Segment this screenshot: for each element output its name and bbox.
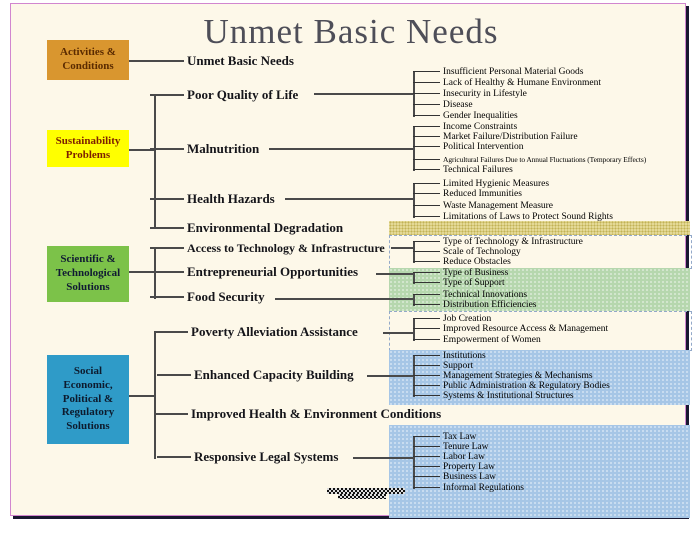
node-environmental-degradation: Environmental Degradation [149, 220, 344, 235]
bracket-quality-of-life [413, 71, 415, 117]
node-enhanced-capacity-building: Enhanced Capacity Building [157, 367, 354, 382]
leaf-item: Disease [413, 100, 473, 110]
connector-enhanced-capacity [367, 375, 414, 377]
leaf-item: Tenure Law [413, 442, 489, 452]
node-malnutrition: Malnutrition [149, 141, 260, 156]
leaf-item: Institutions [413, 351, 486, 361]
bracket-poverty [413, 318, 415, 341]
leaf-item: Empowerment of Women [413, 335, 541, 345]
node-health-hazards: Health Hazards [150, 191, 275, 206]
leaf-item: Labor Law [413, 452, 485, 462]
leaf-item: Systems & Institutional Structures [413, 391, 574, 401]
bracket-malnutrition [413, 126, 415, 171]
leaf-item: Type of Technology & Infrastructure [413, 237, 583, 247]
bracket-legal [413, 436, 415, 489]
leaf-item: Reduce Obstacles [413, 257, 511, 267]
connector-food-security [275, 298, 414, 300]
leaf-item: Agricultural Failures Due to Annual Fluc… [412, 155, 647, 164]
diagram-panel: Unmet Basic Needs Activities & Condition… [10, 3, 692, 518]
leaf-item: Type of Support [413, 278, 505, 288]
connector-health-hazards [285, 198, 414, 200]
bracket-health-hazards [413, 183, 415, 218]
node-access-to-technology: Access to Technology & Infrastructure [150, 241, 385, 255]
leaf-item: Informal Regulations [413, 483, 524, 493]
sustainability-bracket-line [154, 94, 156, 229]
bracket-technology [413, 241, 415, 263]
scientific-bracket-line [154, 247, 156, 299]
checker-bar-decoration [338, 494, 386, 499]
leaf-item: Public Administration & Regulatory Bodie… [413, 381, 610, 391]
connector-entrepreneurial [376, 273, 414, 275]
leaf-item: Business Law [412, 472, 497, 482]
connector-access-technology [391, 247, 414, 249]
node-food-security: Food Security [150, 289, 265, 304]
leaf-item: Insecurity in Lifestyle [413, 89, 527, 99]
leaf-item: Market Failure/Distribution Failure [413, 132, 578, 142]
leaf-item: Type of Business [412, 268, 509, 278]
bracket-capacity [413, 355, 415, 397]
checker-bar-decoration [327, 488, 405, 494]
leaf-item: Political Intervention [412, 142, 524, 152]
leaf-item: Reduced Immunities [413, 189, 522, 199]
connector-poverty [383, 332, 414, 334]
connector-malnutrition [269, 148, 414, 150]
leaf-item: Technical Innovations [412, 290, 528, 300]
node-entrepreneurial-opportunities: Entrepreneurial Opportunities [149, 264, 359, 279]
node-responsive-legal-systems: Responsive Legal Systems [156, 449, 339, 464]
node-unmet-basic-needs: Unmet Basic Needs [129, 53, 294, 68]
bracket-business [413, 272, 415, 284]
leaf-item: Job Creation [412, 314, 492, 324]
business-food-band [389, 268, 690, 311]
node-poverty-alleviation-assistance: Poverty Alleviation Assistance [154, 324, 358, 339]
leaf-item: Improved Resource Access & Management [412, 324, 609, 334]
legal-systems-band [389, 425, 690, 518]
bracket-food [413, 294, 415, 306]
social-box-connector [129, 395, 156, 397]
leaf-item: Insufficient Personal Material Goods [412, 67, 584, 77]
leaf-item: Limited Hygienic Measures [412, 179, 550, 189]
category-social-economic-political-regulatory-solutions: Social Economic, Political & Regulatory … [47, 355, 129, 444]
environmental-degradation-band [389, 221, 690, 235]
category-activities-conditions: Activities & Conditions [47, 40, 129, 80]
leaf-item: Scale of Technology [413, 247, 521, 257]
leaf-item: Management Strategies & Mechanisms [413, 371, 593, 381]
leaf-item: Support [412, 361, 474, 371]
page-title: Unmet Basic Needs [203, 12, 499, 51]
leaf-item: Income Constraints [412, 122, 518, 132]
leaf-item: Gender Inequalities [413, 111, 518, 121]
leaf-item: Lack of Healthy & Humane Environment [412, 78, 602, 88]
leaf-item: Technical Failures [413, 165, 513, 175]
leaf-item: Property Law [413, 462, 495, 472]
category-scientific-technological-solutions: Scientific & Technological Solutions [47, 246, 129, 302]
leaf-item: Tax Law [412, 432, 477, 442]
leaf-item: Waste Management Measure [412, 201, 554, 211]
scientific-box-connector [129, 271, 156, 273]
leaf-item: Distribution Efficiencies [412, 300, 537, 310]
sustainability-box-connector [129, 149, 156, 151]
connector-responsive-legal [353, 457, 414, 459]
node-poor-quality-of-life: Poor Quality of Life [149, 87, 299, 102]
leaf-item: Limitations of Laws to Protect Sound Rig… [413, 212, 613, 222]
category-sustainability-problems: Sustainability Problems [47, 130, 129, 167]
node-improved-health-environment-conditions: Improved Health & Environment Conditions [153, 406, 442, 421]
connector-poor-quality [314, 93, 414, 95]
